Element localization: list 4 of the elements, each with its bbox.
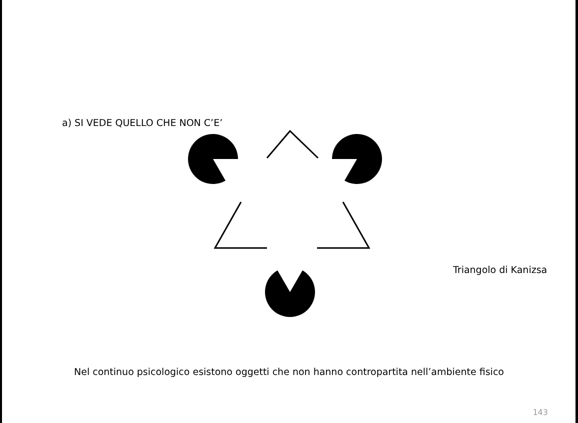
figure-caption: Triangolo di Kanizsa <box>453 265 548 276</box>
note-text: Nel continuo psicologico esistono oggetti che non hanno contropartita nell’ambiente fisico <box>73 367 505 378</box>
page-number: 143 <box>532 408 548 417</box>
slide-title: a) SI VEDE QUELLO CHE NON C’E’ <box>62 118 223 129</box>
